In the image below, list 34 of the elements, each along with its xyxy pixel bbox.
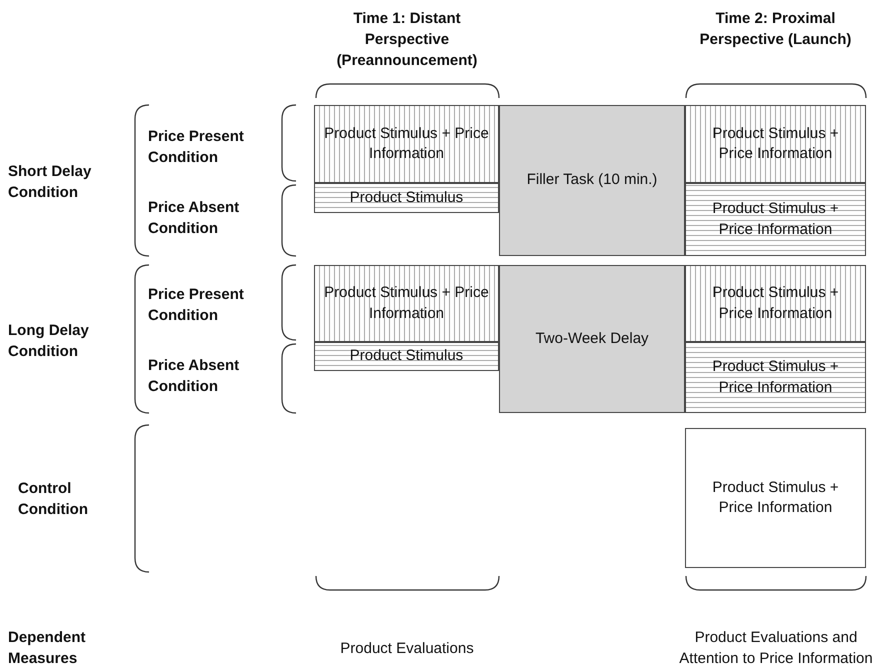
row-label: Price Present Condition [148, 285, 245, 326]
row-label: Long Delay Condition [8, 321, 90, 362]
row-label: Price Absent Condition [148, 198, 240, 239]
stimulus-text: Product Stimulus + Price Information [711, 478, 840, 518]
stimulus-text: Product Stimulus + Price Information [711, 357, 840, 398]
stimulus-text: Filler Task (10 min.) [526, 170, 658, 190]
stimulus-text: Product Stimulus [350, 188, 464, 208]
striped-box [685, 105, 866, 183]
striped-box [314, 105, 499, 183]
column-header: Time 2: Proximal Perspective (Launch) [698, 9, 852, 50]
stimulus-text: Product Stimulus + Price Information [323, 124, 490, 164]
row-label: Dependent Measures [8, 628, 87, 669]
stimulus-text: Product Stimulus + Price Information [711, 124, 840, 164]
row-label: Short Delay Condition [8, 162, 92, 203]
condition-box [685, 428, 866, 568]
stimulus-text: Two-Week Delay [535, 328, 649, 349]
row-label: Price Absent Condition [148, 356, 240, 397]
shaded-box [499, 265, 685, 413]
striped-box [685, 183, 866, 256]
stimulus-text: Product Stimulus + Price Information [323, 283, 490, 324]
striped-box [314, 342, 499, 371]
striped-box [685, 265, 866, 342]
shaded-box [499, 105, 685, 256]
stimulus-text: Product Stimulus + Price Information [711, 199, 840, 240]
row-label: Price Present Condition [148, 127, 245, 168]
stimulus-text: Product Stimulus [350, 346, 464, 366]
measure-text: Product Evaluations and Attention to Price Information [678, 628, 874, 669]
row-label: Control Condition [18, 479, 89, 520]
striped-box [314, 183, 499, 213]
column-header: Time 1: Distant Perspective (Preannouncement) [336, 9, 478, 71]
striped-box [314, 265, 499, 342]
striped-box [685, 342, 866, 413]
stimulus-text: Product Stimulus + Price Information [711, 283, 840, 324]
measure-text: Product Evaluations [339, 639, 475, 659]
